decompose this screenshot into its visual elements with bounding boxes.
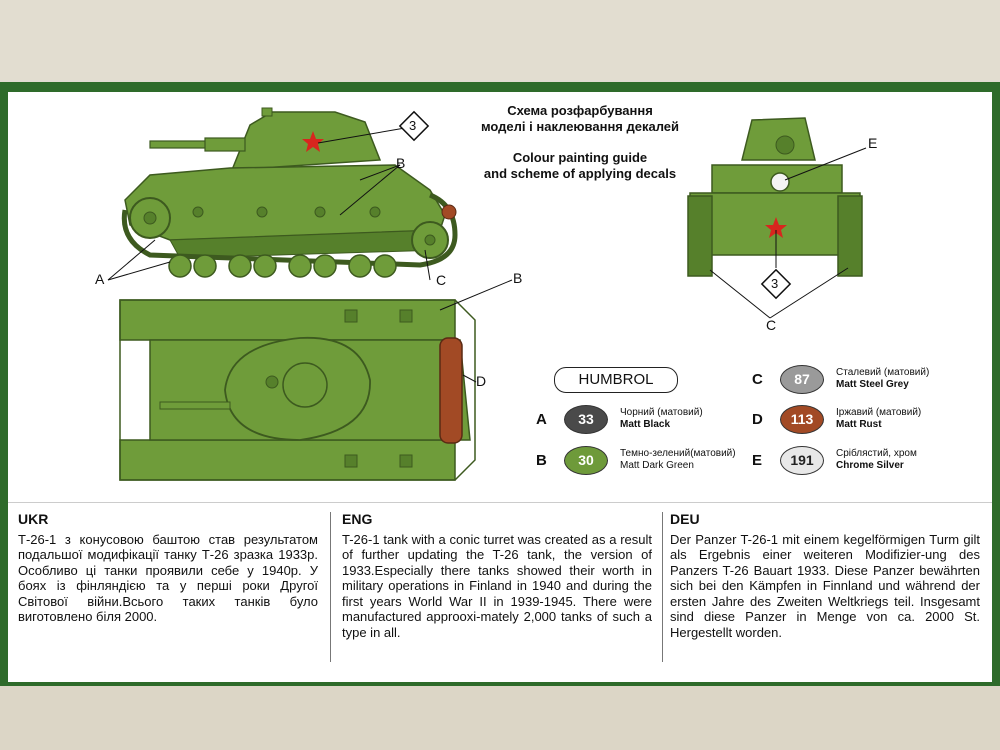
paint-letter: E: [752, 452, 763, 469]
tank-top-view: [119, 299, 476, 481]
description-deu: DEU Der Panzer T-26-1 mit einem kegelför…: [670, 511, 980, 640]
paint-letter: C: [752, 371, 763, 388]
section-divider: [8, 502, 992, 503]
paint-chip: 87: [780, 365, 824, 394]
paint-letter: A: [536, 411, 547, 428]
paint-label: Темно-зелений(матовий) Matt Dark Green: [620, 448, 736, 472]
paint-letter: B: [536, 452, 547, 469]
column-body: T-26-1 tank with a conic turret was crea…: [342, 531, 652, 640]
guide-title-ukr-line1: Схема розфарбування: [507, 103, 653, 118]
callout-c-front: C: [766, 317, 777, 333]
paint-name-ukr: Темно-зелений(матовий): [620, 448, 736, 459]
paint-label: Сталевий (матовий) Matt Steel Grey: [836, 367, 929, 391]
column-body: Т-26-1 з конусовою баштою став результат…: [18, 531, 318, 625]
paint-chip: 30: [564, 446, 608, 475]
decal-number-side: 3: [409, 118, 417, 133]
hull-star-front: [765, 217, 787, 238]
paint-name-eng: Chrome Silver: [836, 460, 904, 471]
column-title: UKR: [18, 511, 49, 527]
paint-name-eng: Matt Steel Grey: [836, 379, 909, 390]
guide-title-ukr: Схема розфарбування моделі і наклеювання…: [470, 103, 690, 135]
column-title: ENG: [342, 511, 373, 527]
turret-star-side: [302, 131, 324, 152]
paint-name-ukr: Сріблястий, хром: [836, 448, 917, 459]
callout-b-side: B: [396, 155, 406, 171]
paint-name-eng: Matt Dark Green: [620, 460, 694, 471]
decal-marker-side: [398, 110, 430, 142]
guide-title-eng-line2: and scheme of applying decals: [483, 166, 677, 181]
callout-a: A: [95, 271, 105, 287]
description-ukr: UKR Т-26-1 з конусовою баштою став резул…: [18, 511, 318, 625]
column-body: Der Panzer T-26-1 mit einem kegelförmige…: [670, 531, 980, 640]
callout-d: D: [476, 373, 487, 389]
paint-chip: 191: [780, 446, 824, 475]
paint-letter: D: [752, 411, 763, 428]
tank-side-view: [121, 107, 458, 278]
column-divider: [330, 512, 331, 662]
callout-b-top: B: [513, 270, 523, 286]
bottom-background-strip: [0, 686, 1000, 750]
decal-marker-front: [760, 268, 792, 300]
guide-title-eng-line1: Colour painting guide: [512, 150, 648, 165]
description-eng: ENG T-26-1 tank with a conic turret was …: [342, 511, 652, 640]
paint-label: Сріблястий, хром Chrome Silver: [836, 448, 917, 472]
paint-label: Іржавий (матовий) Matt Rust: [836, 407, 921, 431]
humbrol-brand-label: HUMBROL: [554, 367, 678, 393]
paint-chip: 33: [564, 405, 608, 434]
tank-front-view: [687, 117, 863, 277]
paint-name-ukr: Чорний (матовий): [620, 407, 703, 418]
paint-name-ukr: Іржавий (матовий): [836, 407, 922, 418]
guide-title-ukr-line2: моделі і наклеювання декалей: [480, 119, 680, 134]
paint-chip: 113: [780, 405, 824, 434]
callout-c-side: C: [436, 272, 447, 288]
column-divider: [662, 512, 663, 662]
guide-title-eng: Colour painting guide and scheme of appl…: [470, 150, 690, 182]
column-title: DEU: [670, 511, 700, 527]
decal-number-front: 3: [771, 276, 779, 291]
paint-name-ukr: Сталевий (матовий): [836, 367, 930, 378]
paint-label: Чорний (матовий) Matt Black: [620, 407, 703, 431]
paint-name-eng: Matt Rust: [836, 419, 882, 430]
callout-e: E: [868, 135, 878, 151]
top-background-strip: [0, 0, 1000, 82]
paint-name-eng: Matt Black: [620, 419, 671, 430]
